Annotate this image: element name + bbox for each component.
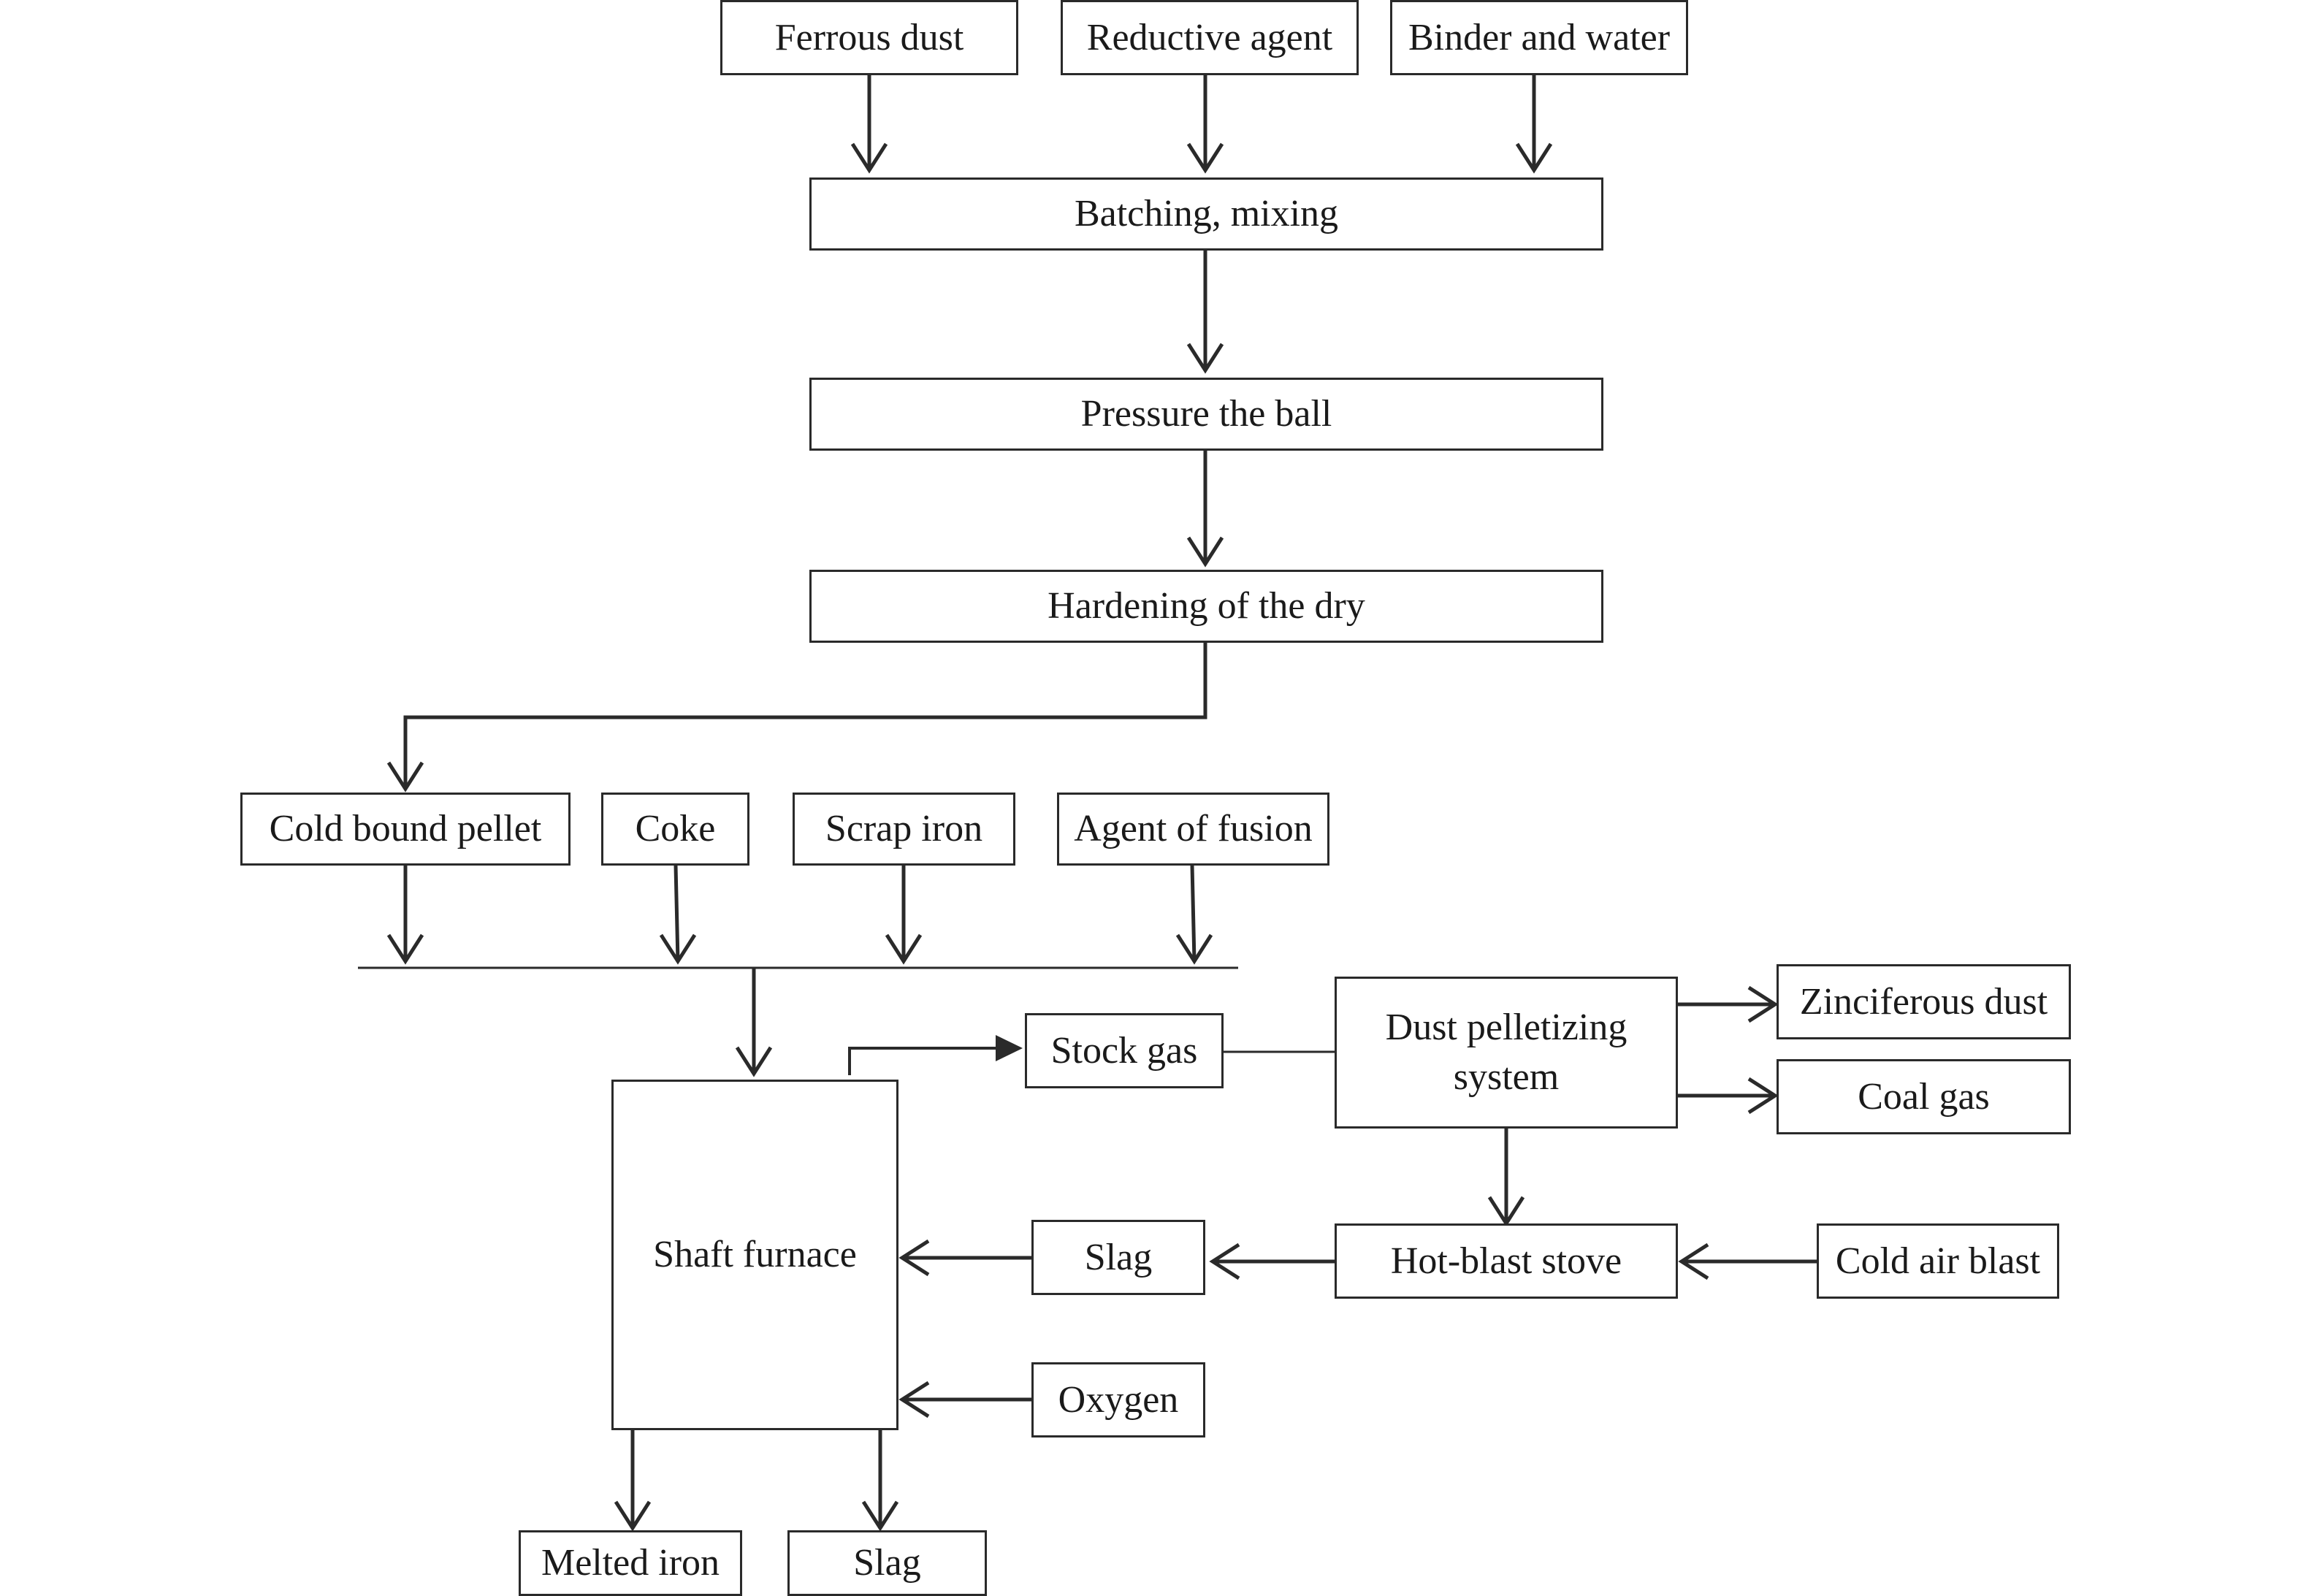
node-reductive-agent: Reductive agent xyxy=(1061,0,1359,75)
arrowhead-reductive xyxy=(1186,142,1224,174)
node-label-group: Dust pelletizing system xyxy=(1386,1003,1628,1101)
node-label: Slag xyxy=(1084,1236,1153,1278)
node-label: Zinciferous dust xyxy=(1799,980,2048,1023)
node-binder-water: Binder and water xyxy=(1390,0,1688,75)
edge-coke-to-collector xyxy=(673,865,680,962)
arrowhead-melted xyxy=(614,1500,652,1532)
node-label: Binder and water xyxy=(1408,16,1671,58)
node-label: Reductive agent xyxy=(1086,16,1333,58)
node-ferrous-dust: Ferrous dust xyxy=(720,0,1018,75)
arrowhead-fusion-collector xyxy=(1175,933,1213,965)
arrowhead-scrap-collector xyxy=(885,933,923,965)
node-hardening: Hardening of the dry xyxy=(809,570,1603,643)
node-label: Agent of fusion xyxy=(1074,808,1313,850)
arrowhead-slag-bottom xyxy=(861,1500,899,1532)
arrowhead-furnace-oxygen xyxy=(898,1381,930,1419)
node-zinciferous-dust: Zinciferous dust xyxy=(1777,964,2071,1039)
node-shaft-furnace: Shaft furnace xyxy=(611,1080,898,1430)
edge-fusion-to-collector xyxy=(1190,865,1197,962)
node-label: Melted iron xyxy=(541,1542,720,1584)
node-label: Ferrous dust xyxy=(774,16,964,58)
arrowhead-coalgas xyxy=(1747,1077,1779,1115)
arrowhead-coke-collector xyxy=(659,933,697,965)
edge-hardening-to-pellet xyxy=(403,643,1207,789)
node-label: Hardening of the dry xyxy=(1048,585,1365,627)
node-coal-gas: Coal gas xyxy=(1777,1059,2071,1134)
arrowhead-furnace-slag xyxy=(898,1239,930,1277)
node-label: Slag xyxy=(853,1542,921,1584)
node-label: Cold bound pellet xyxy=(269,808,542,850)
node-slag-middle: Slag xyxy=(1031,1220,1205,1295)
node-cold-air-blast: Cold air blast xyxy=(1817,1223,2059,1299)
node-oxygen: Oxygen xyxy=(1031,1362,1205,1437)
node-batching-mixing: Batching, mixing xyxy=(809,177,1603,251)
node-stock-gas: Stock gas xyxy=(1025,1013,1224,1088)
node-hot-blast-stove: Hot-blast stove xyxy=(1335,1223,1678,1299)
node-label: Coke xyxy=(635,808,716,850)
arrowhead-pellet xyxy=(386,761,424,793)
node-scrap-iron: Scrap iron xyxy=(793,793,1015,866)
arrowhead-stockgas xyxy=(996,1035,1023,1061)
node-label-line-1: Dust pelletizing xyxy=(1385,1007,1628,1049)
node-cold-bound-pellet: Cold bound pellet xyxy=(240,793,571,866)
node-label: Coal gas xyxy=(1858,1075,1990,1118)
node-label: Shaft furnace xyxy=(653,1234,857,1276)
node-label: Cold air blast xyxy=(1835,1240,2041,1282)
arrowhead-pellet-collector xyxy=(386,933,424,965)
node-pressure-ball: Pressure the ball xyxy=(809,378,1603,451)
arrowhead-slag-mid xyxy=(1209,1242,1240,1280)
edge-furnace-to-stockgas xyxy=(848,1047,1019,1075)
arrowhead-ferrous xyxy=(850,142,888,174)
node-label: Oxygen xyxy=(1058,1378,1179,1421)
arrowhead-hardening xyxy=(1186,536,1224,568)
node-agent-of-fusion: Agent of fusion xyxy=(1057,793,1329,866)
node-melted-iron: Melted iron xyxy=(519,1530,742,1596)
node-slag-bottom: Slag xyxy=(787,1530,987,1596)
node-label: Scrap iron xyxy=(825,808,983,850)
node-label: Hot-blast stove xyxy=(1390,1240,1622,1282)
node-dust-pelletizing-system: Dust pelletizing system xyxy=(1335,977,1678,1129)
arrowhead-pressure xyxy=(1186,343,1224,374)
node-label: Stock gas xyxy=(1050,1029,1198,1072)
node-label: Batching, mixing xyxy=(1074,193,1339,235)
arrowhead-furnace xyxy=(735,1046,773,1077)
node-label-line-2: system xyxy=(1453,1056,1560,1098)
node-coke: Coke xyxy=(601,793,749,866)
arrowhead-binder xyxy=(1515,142,1553,174)
arrowhead-coldair xyxy=(1678,1242,1709,1280)
node-label: Pressure the ball xyxy=(1080,393,1332,435)
arrowhead-zinc xyxy=(1747,985,1779,1023)
